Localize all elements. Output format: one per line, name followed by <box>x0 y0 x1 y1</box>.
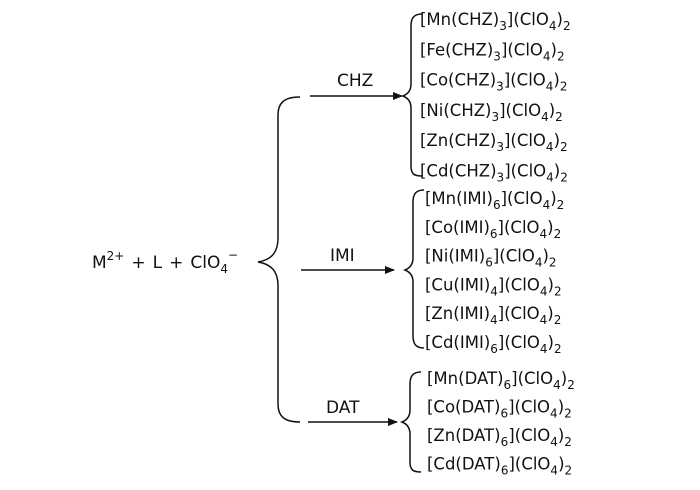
product-imi-4: [Zn(IMI)4](ClO4)2 <box>425 304 561 327</box>
product-chz-5: [Cd(CHZ)3](ClO4)2 <box>420 162 568 185</box>
brace-chz <box>400 13 423 177</box>
products-group: [Mn(CHZ)3](ClO4)2 [Fe(CHZ)3](ClO4)2 [Co(CH… <box>420 10 575 478</box>
branch-label-chz: CHZ <box>337 71 373 91</box>
product-imi-1: [Co(IMI)6](ClO4)2 <box>425 218 561 241</box>
product-dat-3: [Cd(DAT)6](ClO4)2 <box>427 455 572 478</box>
metal-charge: 2+ <box>107 249 125 263</box>
product-dat-1: [Co(DAT)6](ClO4)2 <box>427 398 572 421</box>
branch-label-imi: IMI <box>330 246 355 266</box>
product-imi-5: [Cd(IMI)6](ClO4)2 <box>425 333 562 356</box>
product-chz-4: [Zn(CHZ)3](ClO4)2 <box>420 131 568 154</box>
reactants-equation: M2+ + L + ClO4− <box>92 248 238 276</box>
plus-sign-1: + <box>131 253 145 273</box>
product-chz-3: [Ni(CHZ)3](ClO4)2 <box>420 101 563 124</box>
product-chz-1: [Fe(CHZ)3](ClO4)2 <box>420 40 565 63</box>
brace-dat <box>399 371 422 473</box>
branch-label-dat: DAT <box>326 398 360 418</box>
product-dat-2: [Zn(DAT)6](ClO4)2 <box>427 426 572 449</box>
product-imi-2: [Ni(IMI)6](ClO4)2 <box>425 247 557 270</box>
product-chz-0: [Mn(CHZ)3](ClO4)2 <box>420 10 571 33</box>
product-chz-2: [Co(CHZ)3](ClO4)2 <box>420 71 568 94</box>
brace-imi <box>402 189 425 349</box>
product-dat-0: [Mn(DAT)6](ClO4)2 <box>427 369 575 392</box>
perchlorate-symbol: ClO <box>190 253 220 273</box>
main-brace <box>257 96 301 423</box>
ligand-symbol: L <box>153 253 163 273</box>
metal-symbol: M <box>92 253 107 273</box>
perchlorate-subscript: 4 <box>220 262 228 276</box>
perchlorate-charge: − <box>228 248 238 262</box>
plus-sign-2: + <box>169 253 183 273</box>
product-imi-0: [Mn(IMI)6](ClO4)2 <box>425 189 564 212</box>
product-imi-3: [Cu(IMI)4](ClO4)2 <box>425 275 562 298</box>
